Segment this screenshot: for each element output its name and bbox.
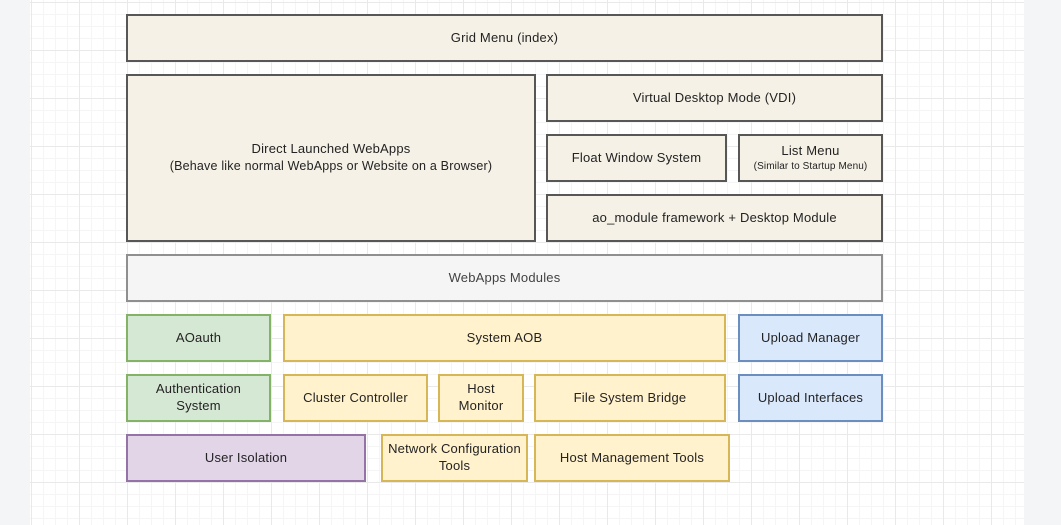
node-label: Network Configuration Tools: [387, 441, 522, 475]
node-label: Virtual Desktop Mode (VDI): [633, 90, 796, 107]
offpage-margin-right: [1024, 0, 1061, 525]
node-label: Upload Manager: [761, 330, 860, 347]
node-system-aob: System AOB: [283, 314, 726, 362]
node-sublabel: (Similar to Startup Menu): [754, 160, 868, 173]
node-authentication-system: Authentication System: [126, 374, 271, 422]
node-cluster-controller: Cluster Controller: [283, 374, 428, 422]
node-label: WebApps Modules: [449, 270, 561, 287]
node-aoauth: AOauth: [126, 314, 271, 362]
node-upload-interfaces: Upload Interfaces: [738, 374, 883, 422]
node-user-isolation: User Isolation: [126, 434, 366, 482]
node-host-management-tools: Host Management Tools: [534, 434, 730, 482]
node-label: User Isolation: [205, 450, 287, 467]
node-sublabel: (Behave like normal WebApps or Website o…: [170, 158, 493, 174]
node-network-configuration-tools: Network Configuration Tools: [381, 434, 528, 482]
node-label: Direct Launched WebApps: [251, 141, 410, 158]
node-float-window-system: Float Window System: [546, 134, 727, 182]
node-label: ao_module framework + Desktop Module: [592, 210, 837, 227]
node-list-menu: List Menu (Similar to Startup Menu): [738, 134, 883, 182]
node-label: Upload Interfaces: [758, 390, 863, 407]
node-webapps-modules: WebApps Modules: [126, 254, 883, 302]
node-direct-launched-webapps: Direct Launched WebApps (Behave like nor…: [126, 74, 536, 242]
node-label: Grid Menu (index): [451, 30, 558, 47]
node-ao-module-framework: ao_module framework + Desktop Module: [546, 194, 883, 242]
node-label: Host Monitor: [444, 381, 518, 415]
node-label: File System Bridge: [574, 390, 687, 407]
node-label: Authentication System: [132, 381, 265, 415]
node-label: Host Management Tools: [560, 450, 704, 467]
node-upload-manager: Upload Manager: [738, 314, 883, 362]
node-label: Cluster Controller: [303, 390, 408, 407]
node-label: AOauth: [176, 330, 221, 347]
offpage-margin-left: [0, 0, 30, 525]
node-grid-menu: Grid Menu (index): [126, 14, 883, 62]
node-file-system-bridge: File System Bridge: [534, 374, 726, 422]
node-label: List Menu: [781, 143, 839, 160]
node-host-monitor: Host Monitor: [438, 374, 524, 422]
node-label: System AOB: [467, 330, 543, 347]
node-label: Float Window System: [572, 150, 702, 167]
node-virtual-desktop-mode: Virtual Desktop Mode (VDI): [546, 74, 883, 122]
